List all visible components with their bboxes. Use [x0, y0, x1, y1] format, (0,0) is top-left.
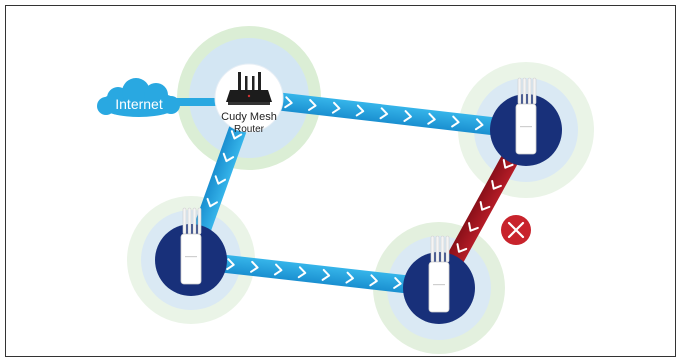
router-icon — [226, 72, 272, 105]
chevron-right-icon — [427, 112, 436, 125]
ap-top-right-node — [490, 77, 562, 166]
coverage-halos — [127, 26, 594, 354]
chevron-right-icon — [345, 271, 354, 284]
ap-bottom-right-node — [403, 235, 475, 324]
router-node: Cudy Mesh Router — [214, 63, 284, 135]
access-point-icon — [428, 235, 450, 313]
chevron-right-icon — [393, 277, 402, 289]
chevron-right-icon — [479, 201, 491, 211]
internet-label: Internet — [115, 96, 163, 112]
access-point-icon — [515, 77, 537, 155]
access-point-icon — [180, 207, 202, 285]
mesh-network-diagram: Internet Cudy Mesh Router — [97, 26, 594, 354]
chevron-right-icon — [222, 152, 235, 163]
chevron-right-icon — [451, 115, 460, 128]
link-ap-bottom-left-to-ap-bottom-right — [189, 251, 441, 297]
internet-cloud: Internet — [97, 78, 224, 117]
router-label-line1: Cudy Mesh — [221, 111, 277, 123]
chevron-right-icon — [403, 110, 412, 122]
link-ap-top-right-to-ap-bottom-right-failed — [431, 125, 534, 293]
ap-bottom-left-node — [155, 207, 227, 296]
chevron-right-icon — [474, 118, 484, 131]
chevron-right-icon — [331, 101, 341, 114]
chevron-right-icon — [250, 260, 259, 273]
chevron-right-icon — [369, 274, 378, 287]
chevron-right-icon — [297, 266, 307, 279]
chevron-right-icon — [379, 107, 389, 120]
close-icon — [507, 221, 525, 239]
chevron-right-icon — [468, 222, 479, 232]
chevron-right-icon — [491, 180, 502, 190]
chevron-right-icon — [226, 258, 235, 271]
link-failure-badge — [501, 215, 531, 245]
diagram-frame: Internet Cudy Mesh Router — [5, 5, 676, 357]
chevron-right-icon — [206, 197, 218, 208]
chevron-right-icon — [273, 263, 283, 276]
chevron-right-icon — [502, 158, 514, 169]
chevron-right-icon — [284, 96, 293, 109]
chevron-right-icon — [456, 243, 468, 253]
chevron-right-icon — [214, 175, 227, 185]
router-label-line2: Router — [234, 124, 265, 135]
cloud-icon — [97, 78, 180, 117]
link-router-to-ap-top-right — [247, 89, 528, 139]
chevron-right-icon — [230, 130, 243, 140]
chevron-right-icon — [308, 99, 317, 111]
chevron-right-icon — [321, 268, 331, 281]
chevron-right-icon — [355, 104, 365, 117]
